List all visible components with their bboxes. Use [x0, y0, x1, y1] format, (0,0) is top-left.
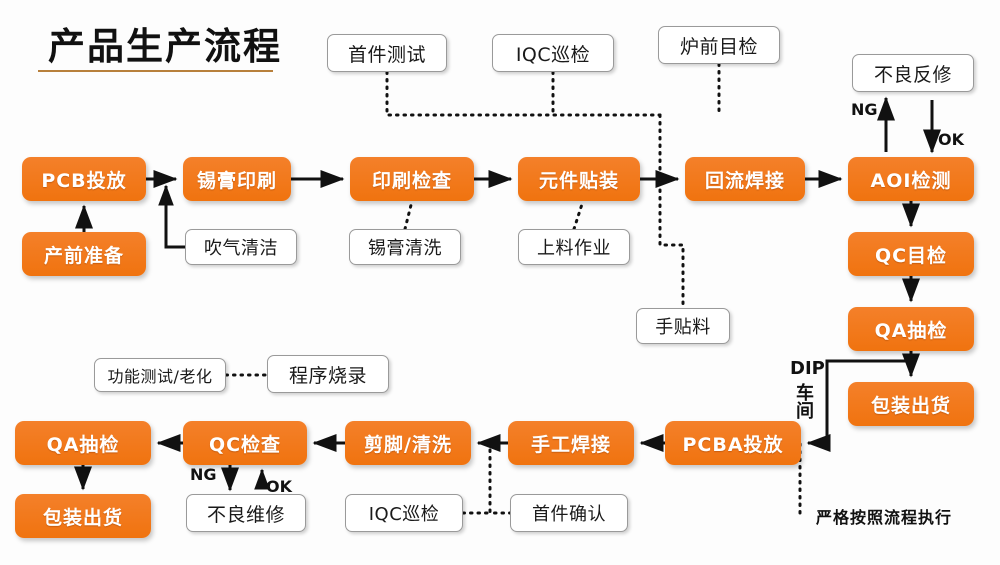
node-defect-repair[interactable]: 不良维修: [186, 494, 306, 532]
node-solder-paste-clean[interactable]: 锡膏清洗: [349, 229, 461, 265]
node-manual-solder[interactable]: 手工焊接: [508, 421, 634, 465]
edge-label-ok-bottom: OK: [266, 477, 292, 496]
node-pre-production[interactable]: 产前准备: [22, 232, 146, 276]
node-pre-oven-visual[interactable]: 炉前目检: [658, 26, 780, 64]
node-cut-clean[interactable]: 剪脚/清洗: [345, 421, 471, 465]
node-program-download[interactable]: 程序烧录: [267, 355, 389, 393]
node-iqc-patrol-top[interactable]: IQC巡检: [492, 34, 614, 72]
edge-label-ok-top: OK: [938, 130, 964, 149]
node-solder-print[interactable]: 锡膏印刷: [183, 157, 291, 201]
node-defect-rework[interactable]: 不良反修: [852, 54, 974, 92]
node-aoi-test[interactable]: AOI检测: [848, 157, 974, 201]
node-first-article-test[interactable]: 首件测试: [327, 34, 447, 72]
node-manual-placement[interactable]: 手贴料: [636, 308, 730, 344]
node-air-blow-clean[interactable]: 吹气清洁: [185, 229, 297, 265]
node-first-article-ok[interactable]: 首件确认: [510, 494, 628, 532]
node-function-burn-test[interactable]: 功能测试/老化: [94, 358, 226, 392]
node-qa-sample-bottom[interactable]: QA抽检: [15, 421, 151, 465]
title-underline: [38, 70, 273, 72]
node-reflow-solder[interactable]: 回流焊接: [685, 157, 805, 201]
footnote-text: 严格按照流程执行: [816, 508, 953, 527]
node-pack-ship-top[interactable]: 包装出货: [848, 382, 974, 426]
node-iqc-patrol-bottom[interactable]: IQC巡检: [345, 494, 463, 532]
node-qc-visual[interactable]: QC目检: [848, 232, 974, 276]
node-qa-sample-top[interactable]: QA抽检: [848, 307, 974, 351]
node-pcb-input[interactable]: PCB投放: [22, 157, 146, 201]
node-qc-check[interactable]: QC检查: [183, 421, 307, 465]
node-pack-ship-bottom[interactable]: 包装出货: [15, 494, 151, 538]
edge-label-ng-top: NG: [851, 100, 878, 119]
edge-label-ng-bottom: NG: [190, 465, 217, 484]
page-title: 产品生产流程: [48, 25, 282, 68]
node-component-mount[interactable]: 元件贴装: [518, 157, 640, 201]
node-pcba-input[interactable]: PCBA投放: [665, 421, 801, 465]
node-material-loading[interactable]: 上料作业: [518, 229, 630, 265]
node-print-inspect[interactable]: 印刷检查: [350, 157, 474, 201]
dip-workshop-label-workshop: 车间: [793, 383, 814, 419]
dip-workshop-label-dip: DIP: [790, 358, 825, 379]
